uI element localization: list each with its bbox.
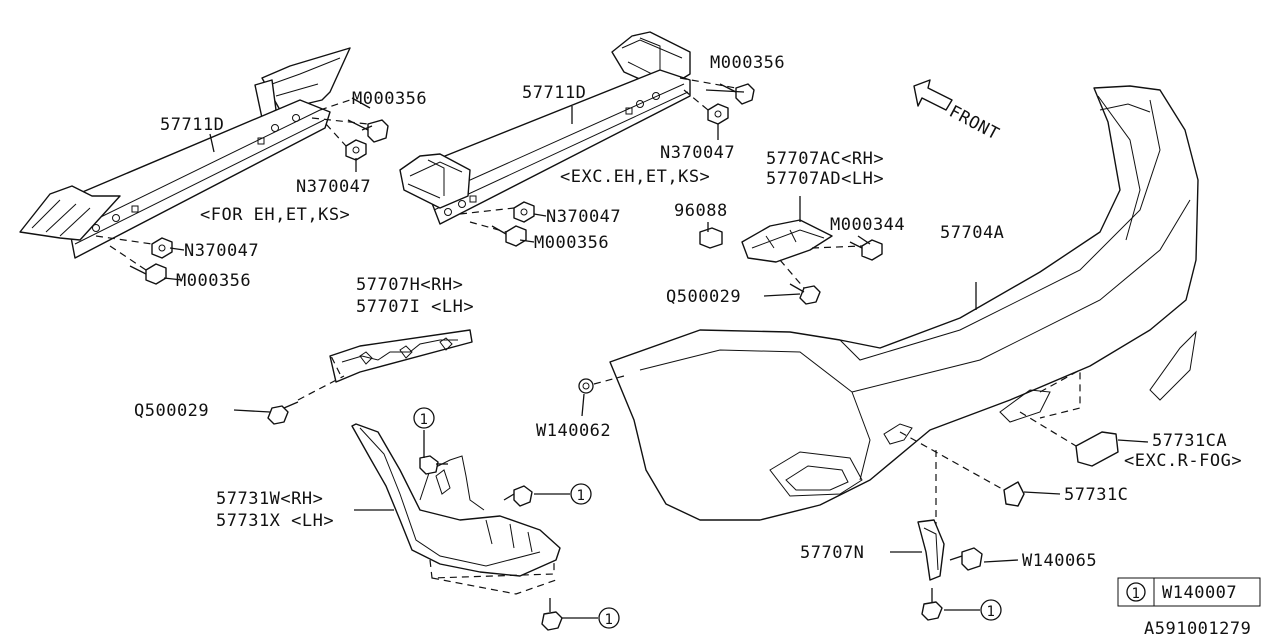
- bolt-icon: [129, 263, 167, 285]
- clip-icon: [699, 227, 723, 249]
- part-label: N370047: [184, 241, 259, 261]
- rear-bumper-face: [609, 85, 1199, 521]
- part-label: 57707N: [800, 543, 864, 563]
- part-label: M000356: [710, 53, 785, 73]
- part-label: 57711D: [160, 115, 224, 135]
- bumper-bracket-rh-lh: [741, 219, 833, 263]
- part-label: <FOR EH,ET,KS>: [200, 205, 350, 225]
- part-label: 57707AC<RH>: [766, 149, 884, 169]
- hook-cover-icon: [1075, 431, 1119, 467]
- screw-icon: [503, 485, 533, 507]
- part-label: <EXC.EH,ET,KS>: [560, 167, 710, 187]
- svg-text:1: 1: [420, 412, 429, 428]
- callout-1: 1: [598, 607, 620, 629]
- front-arrow-icon: [913, 79, 953, 111]
- mud-guard-rh-lh: [351, 423, 561, 577]
- part-label: N370047: [296, 177, 371, 197]
- legend-part-number: W140007: [1162, 583, 1237, 603]
- part-label: 57731CA: [1152, 431, 1227, 451]
- screw-icon: [949, 547, 983, 571]
- clip-icon: [578, 378, 594, 394]
- part-label: 57707H<RH>: [356, 275, 463, 295]
- part-label: M000344: [830, 215, 905, 235]
- part-label: M000356: [352, 89, 427, 109]
- svg-text:1: 1: [987, 604, 996, 620]
- part-label: 57731C: [1064, 485, 1128, 505]
- reinforcement-beam-center: [399, 31, 691, 225]
- svg-text:1: 1: [577, 488, 586, 504]
- callout-1: 1: [413, 407, 435, 429]
- part-label: 57711D: [522, 83, 586, 103]
- legend-box: 1 W140007: [1117, 577, 1261, 607]
- part-labels: 57711D M000356 N370047 <FOR EH,ET,KS> N3…: [134, 53, 1242, 571]
- callout-1: 1: [570, 483, 592, 505]
- diagram-id: A591001279: [1144, 619, 1251, 639]
- screw-icon: [789, 283, 821, 305]
- cover-icon: [1003, 481, 1025, 507]
- screw-icon: [419, 455, 448, 475]
- legend-ref-number: 1: [1132, 586, 1141, 602]
- part-label: 96088: [674, 201, 728, 221]
- bolt-icon: [849, 239, 883, 261]
- screw-icon: [541, 598, 563, 631]
- part-label: 57707AD<LH>: [766, 169, 884, 189]
- svg-text:1: 1: [605, 612, 614, 628]
- part-label: 57704A: [940, 223, 1004, 243]
- nut-icon: [513, 201, 535, 223]
- front-direction-label: FRONT: [946, 102, 1003, 145]
- nut-icon: [151, 237, 173, 259]
- part-label: 57707I <LH>: [356, 297, 474, 317]
- part-label: N370047: [546, 207, 621, 227]
- part-label: Q500029: [666, 287, 741, 307]
- leader-lines: [163, 89, 1149, 619]
- callout-1: 1: [980, 599, 1002, 621]
- side-bracket-rh-lh: [329, 329, 473, 383]
- bolt-icon: [719, 83, 755, 105]
- part-label: M000356: [176, 271, 251, 291]
- reinforcement-beam-left: [19, 47, 351, 259]
- part-label: W140065: [1022, 551, 1097, 571]
- part-label: N370047: [660, 143, 735, 163]
- part-label: Q500029: [134, 401, 209, 421]
- screw-icon: [267, 401, 299, 425]
- nut-icon: [345, 139, 367, 161]
- screw-icon: [921, 588, 943, 621]
- part-label: 57731W<RH>: [216, 489, 323, 509]
- center-bracket: [917, 519, 945, 581]
- part-label: W140062: [536, 421, 611, 441]
- nut-icon: [707, 103, 729, 125]
- part-label: M000356: [534, 233, 609, 253]
- part-label: 57731X <LH>: [216, 511, 334, 531]
- part-label: <EXC.R-FOG>: [1124, 451, 1242, 471]
- bolt-icon: [347, 119, 389, 143]
